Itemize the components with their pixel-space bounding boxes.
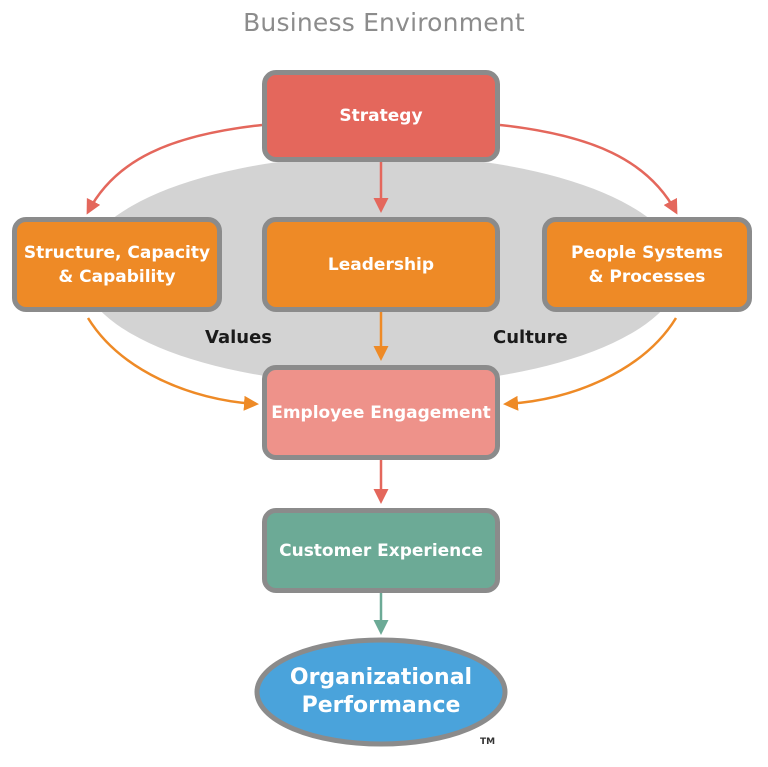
engagement-box: Employee Engagement (262, 365, 500, 460)
customer-label: Customer Experience (279, 540, 483, 561)
arrow-people-to-engagement (503, 317, 678, 411)
people-label: People Systems & Processes (570, 242, 724, 287)
diagram-title: Business Environment (243, 8, 525, 37)
structure-label: Structure, Capacity & Capability (23, 242, 211, 287)
leadership-label: Leadership (327, 254, 435, 275)
performance-ellipse (254, 637, 508, 747)
structure-box: Structure, Capacity & Capability (12, 217, 222, 312)
strategy-label: Strategy (339, 106, 423, 126)
customer-box: Customer Experience (262, 508, 500, 593)
strategy-box: Strategy (262, 70, 500, 162)
engagement-label: Employee Engagement (271, 402, 491, 423)
leadership-box: Leadership (262, 217, 500, 312)
arrow-structure-to-engagement (86, 317, 259, 411)
culture-label: Culture (493, 327, 568, 348)
people-box: People Systems & Processes (542, 217, 752, 312)
arrow-strategy-to-structure (86, 123, 263, 215)
values-label: Values (205, 327, 272, 348)
trademark-mark: TM (480, 737, 496, 747)
performance-label: Organizational Performance (289, 665, 473, 718)
arrow-strategy-to-people (499, 123, 678, 215)
